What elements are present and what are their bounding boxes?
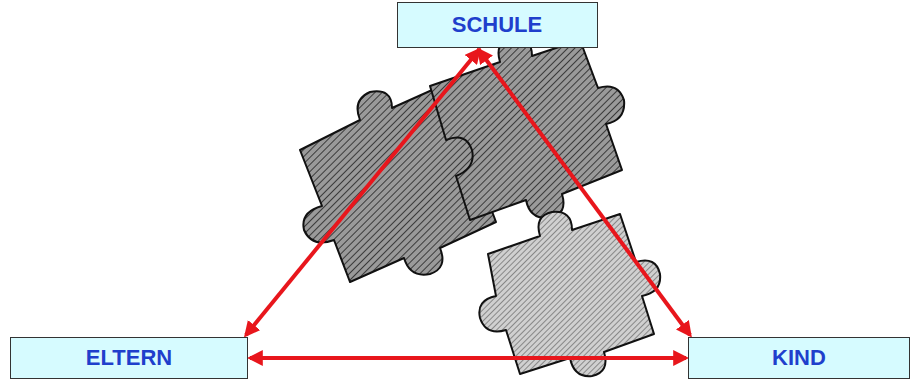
child-box: KIND — [688, 337, 910, 379]
parents-box: ELTERN — [10, 337, 248, 379]
box-label: ELTERN — [86, 346, 172, 370]
puzzle-piece — [479, 212, 660, 376]
box-label: SCHULE — [452, 13, 542, 37]
double-arrow — [246, 50, 479, 335]
school-box: SCHULE — [397, 2, 598, 48]
box-label: KIND — [772, 346, 826, 370]
double-arrow — [479, 50, 690, 335]
puzzle-piece — [430, 38, 624, 220]
double-arrow — [250, 356, 686, 360]
